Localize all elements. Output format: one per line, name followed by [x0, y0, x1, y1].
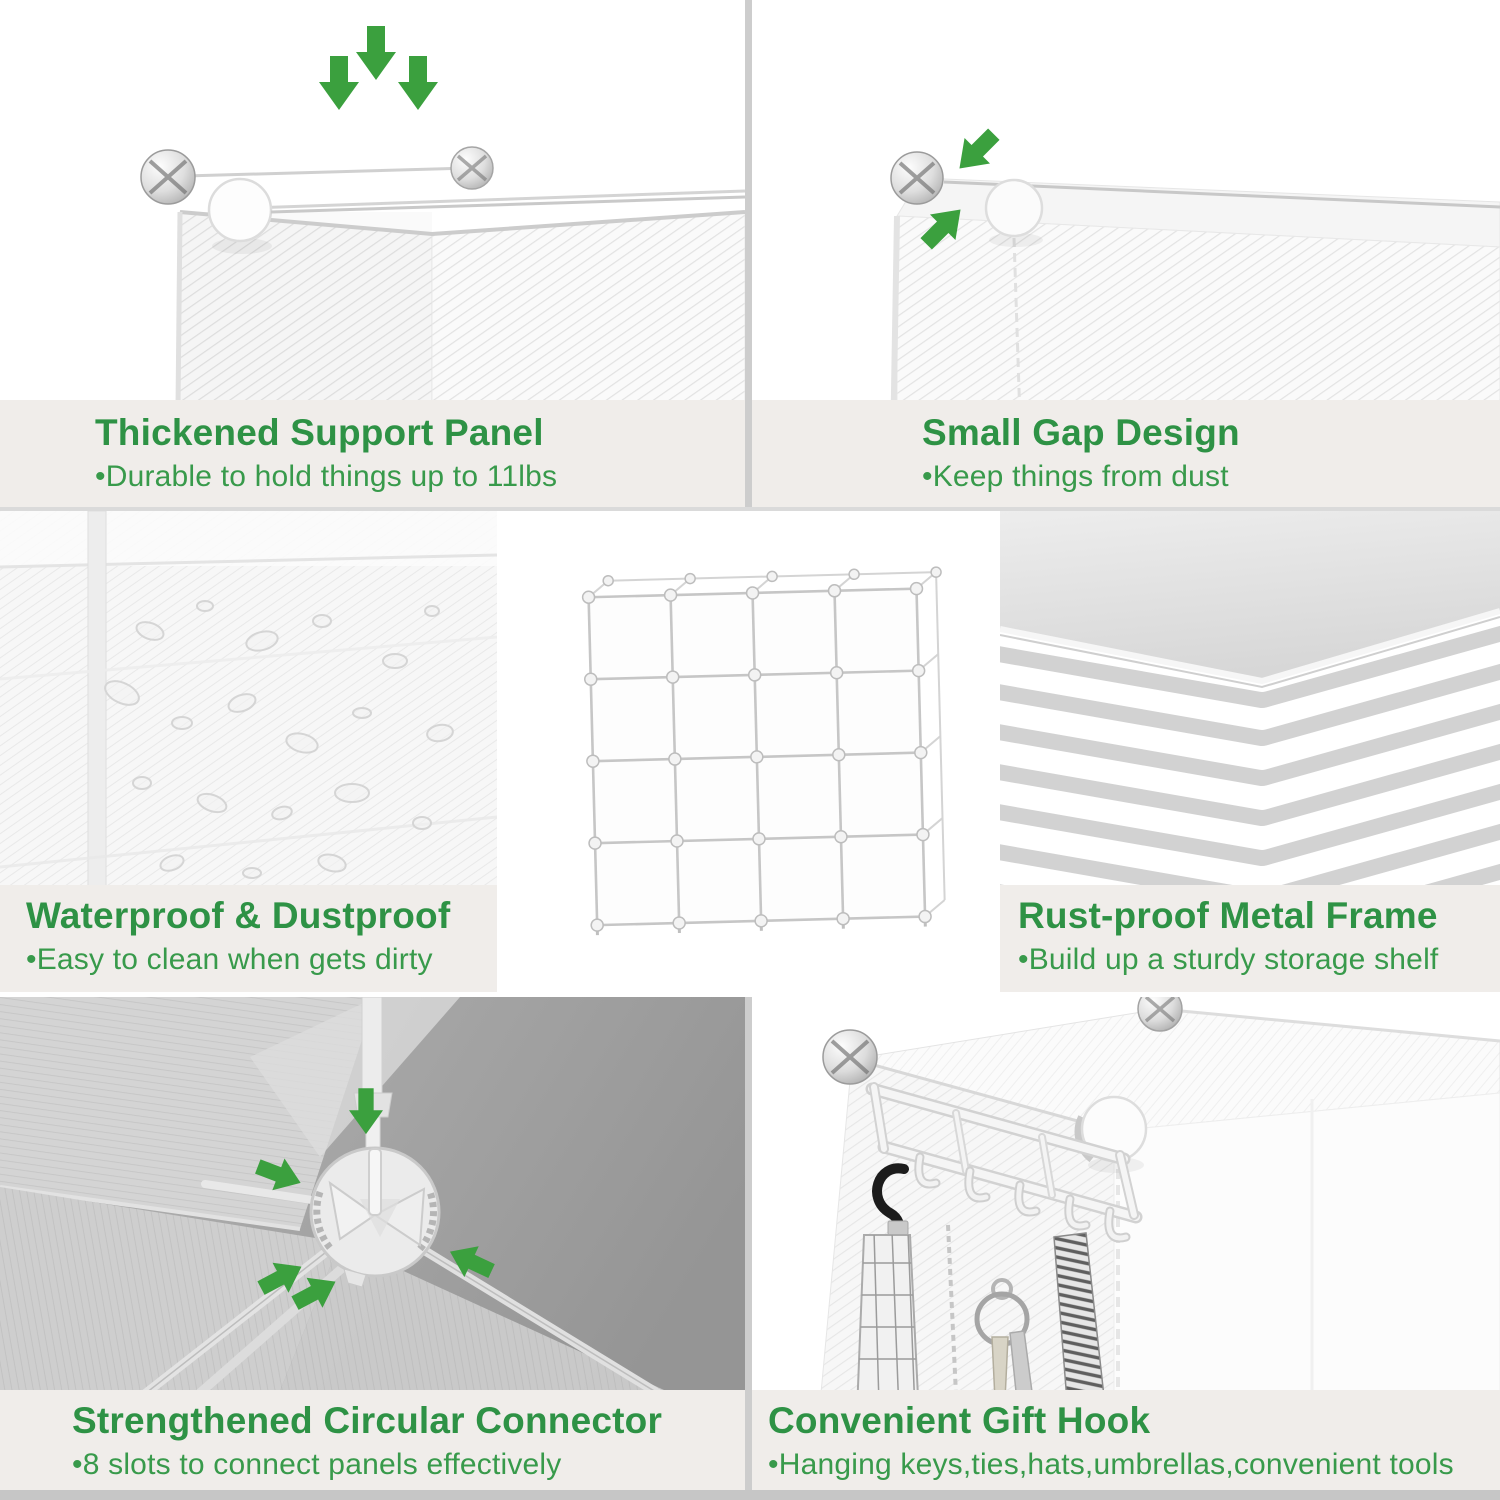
feature-desc: •Build up a sturdy storage shelf: [1018, 943, 1439, 977]
feature-title: Small Gap Design: [922, 412, 1240, 453]
gift-hook-rack-icon: [865, 1082, 1143, 1243]
panel-gift-hook: Convenient Gift Hook •Hanging keys,ties,…: [752, 997, 1500, 1490]
caption-gift-hook: Convenient Gift Hook •Hanging keys,ties,…: [752, 1390, 1500, 1490]
panel-small-gap: Small Gap Design •Keep things from dust: [752, 0, 1500, 507]
feature-title: Thickened Support Panel: [95, 412, 544, 453]
ball-connector-icon: [450, 146, 494, 190]
caption-small-gap: Small Gap Design •Keep things from dust: [752, 400, 1500, 507]
feature-desc: •Durable to hold things up to 11lbs: [95, 460, 558, 494]
panel-product-image: [503, 511, 995, 992]
green-arrow-icons: [255, 1088, 495, 1310]
ball-connector-icon: [1137, 997, 1183, 1032]
panel-rustproof: Rust-proof Metal Frame •Build up a sturd…: [1000, 511, 1500, 992]
caption-waterproof: Waterproof & Dustproof •Easy to clean wh…: [0, 885, 497, 992]
ball-connector-icon: [822, 1029, 878, 1085]
cube-organizer-product-photo: [503, 511, 995, 992]
caption-thickened-support: Thickened Support Panel •Durable to hold…: [0, 400, 745, 507]
bottom-strip: [0, 1490, 1500, 1500]
feature-title: Waterproof & Dustproof: [26, 895, 451, 936]
vertical-divider-bottom: [745, 997, 752, 1490]
feature-desc: •Hanging keys,ties,hats,umbrellas,conven…: [768, 1448, 1454, 1482]
cube-organizer-16-cubes: [581, 566, 946, 936]
feature-desc: •8 slots to connect panels effectively: [72, 1448, 562, 1482]
caption-rustproof: Rust-proof Metal Frame •Build up a sturd…: [1000, 885, 1500, 992]
round-panel-connector-icon: [207, 177, 273, 243]
caption-connector: Strengthened Circular Connector •8 slots…: [0, 1390, 745, 1490]
ball-connector-icon: [140, 149, 196, 205]
feature-title: Rust-proof Metal Frame: [1018, 895, 1438, 936]
round-panel-connector-icon: [984, 178, 1044, 238]
green-arrow-down-icon: [319, 26, 438, 110]
feature-title: Convenient Gift Hook: [768, 1400, 1151, 1441]
panel-waterproof: Waterproof & Dustproof •Easy to clean wh…: [0, 511, 497, 992]
rustproof-frame-photo: [1000, 511, 1500, 992]
panel-connector: Strengthened Circular Connector •8 slots…: [0, 997, 745, 1490]
panel-thickened-support: Thickened Support Panel •Durable to hold…: [0, 0, 745, 507]
green-arrow-diagonal-icon: [920, 128, 1000, 250]
ball-connector-icon: [890, 151, 944, 205]
vertical-divider-top: [745, 0, 752, 507]
horizontal-divider-1: [0, 507, 1500, 511]
feature-desc: •Keep things from dust: [922, 460, 1229, 494]
feature-desc: •Easy to clean when gets dirty: [26, 943, 433, 977]
circular-connector-icon: [309, 1146, 441, 1288]
feature-title: Strengthened Circular Connector: [72, 1400, 663, 1441]
